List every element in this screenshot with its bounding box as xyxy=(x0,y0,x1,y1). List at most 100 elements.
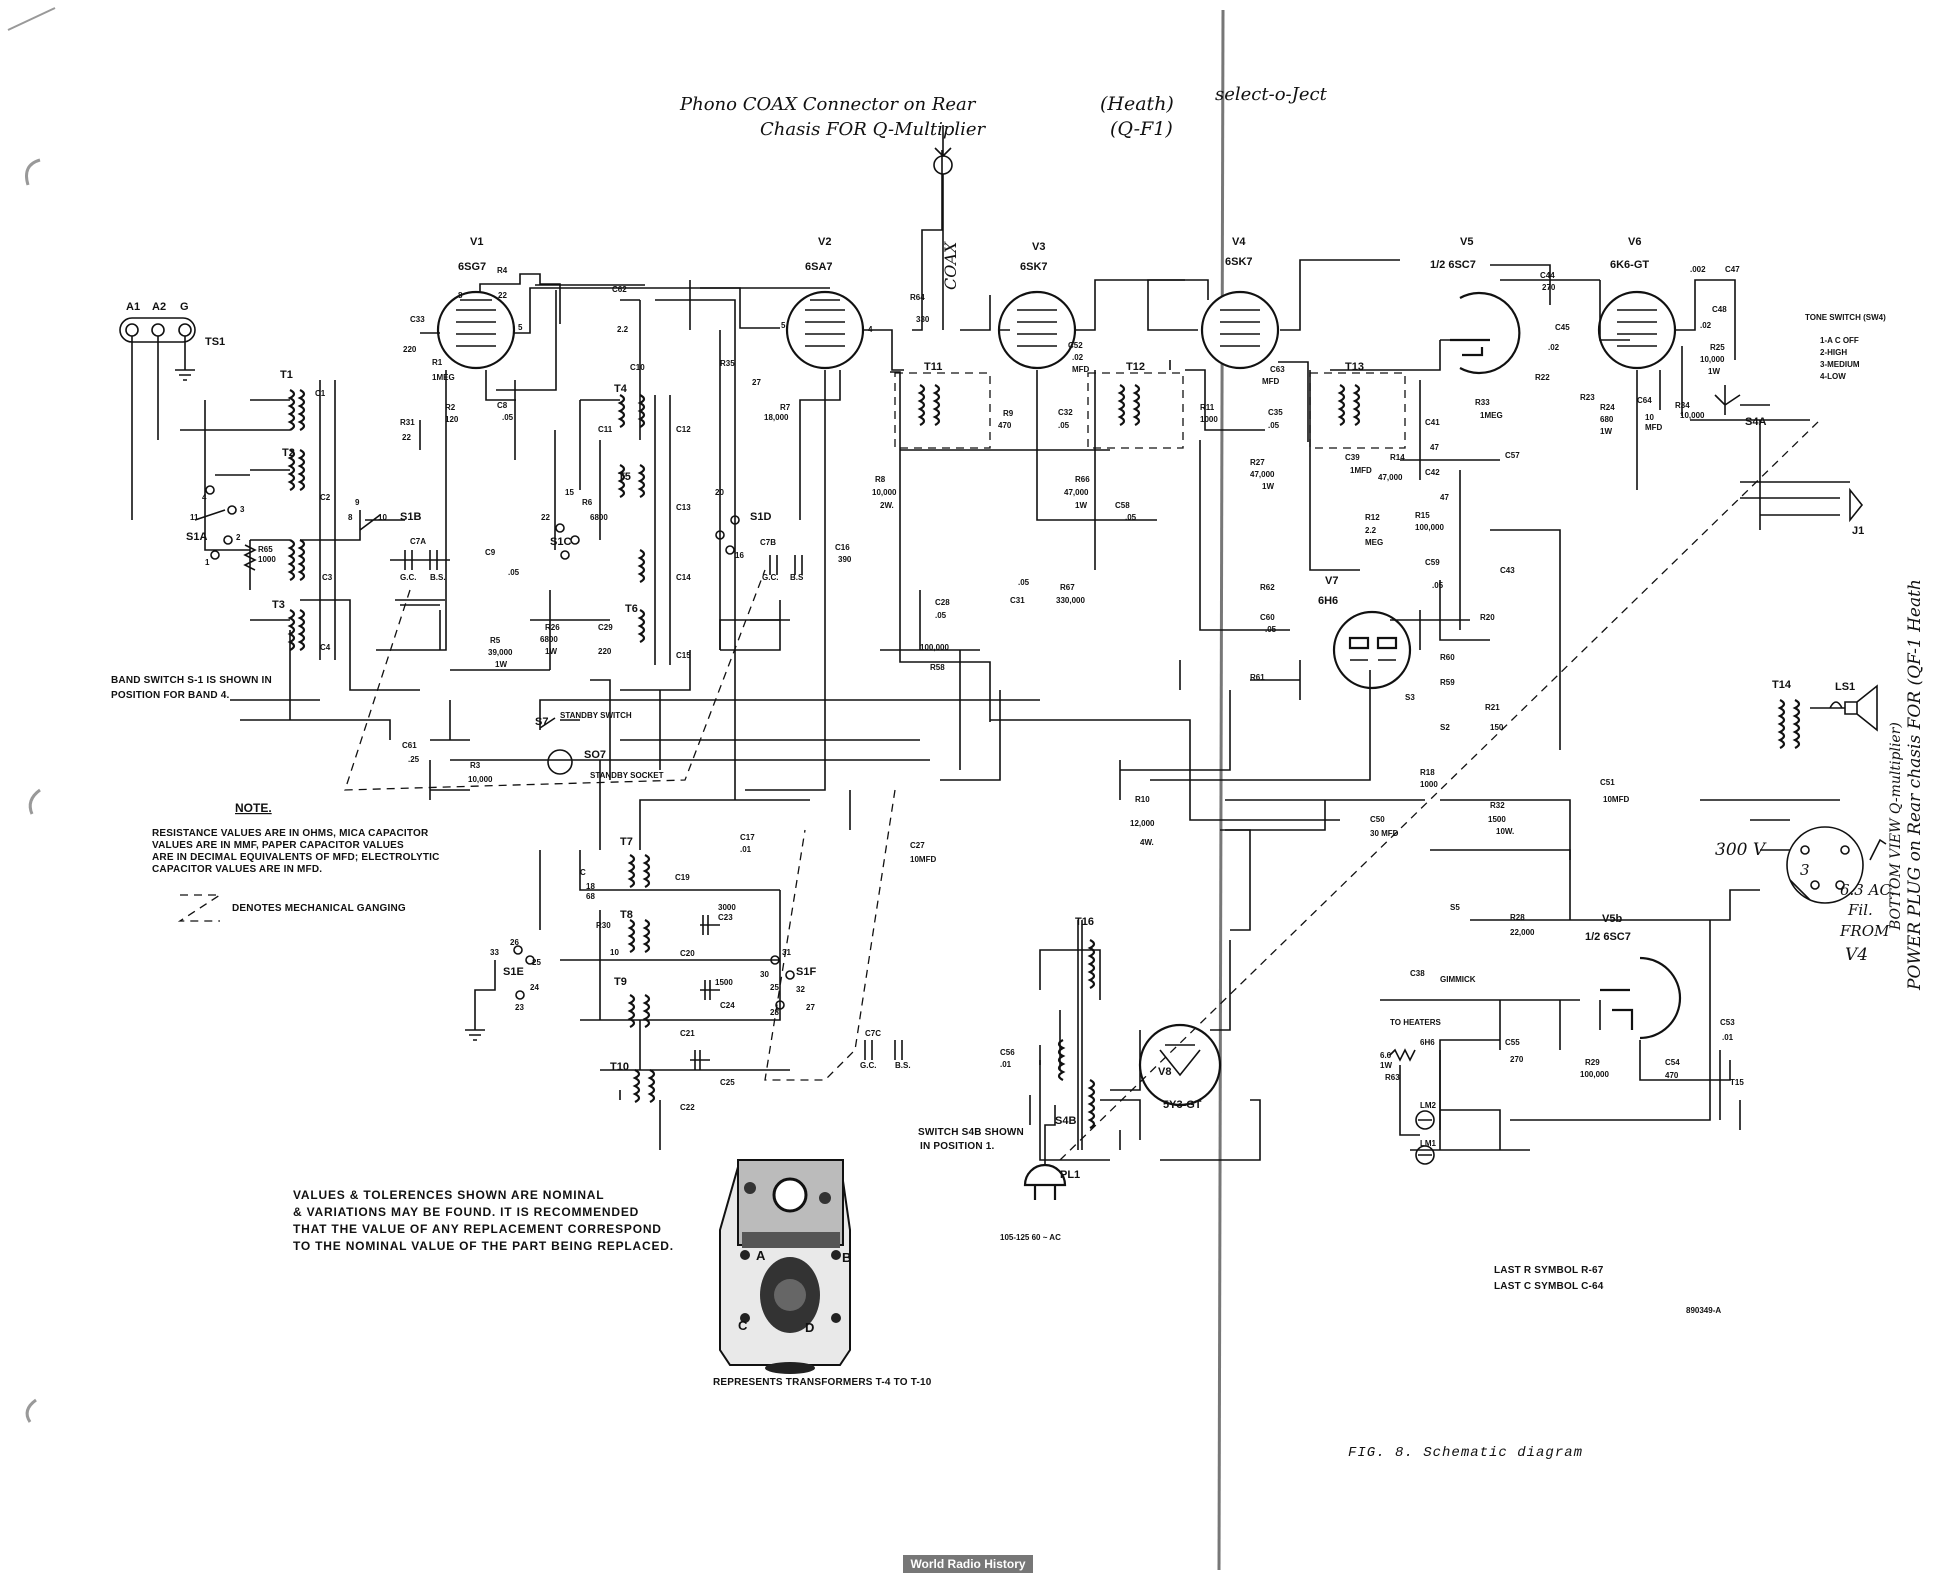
v2-type: 6SA7 xyxy=(805,261,833,273)
svg-text:C20: C20 xyxy=(680,949,695,958)
svg-text:MEG: MEG xyxy=(1365,538,1383,547)
v3-id: V3 xyxy=(1032,241,1045,253)
ts1-label: TS1 xyxy=(205,336,225,348)
svg-text:1W: 1W xyxy=(1262,482,1274,491)
svg-text:C41: C41 xyxy=(1425,418,1440,427)
svg-text:C44: C44 xyxy=(1540,271,1555,280)
svg-text:C13: C13 xyxy=(676,503,691,512)
svg-text:T5: T5 xyxy=(618,471,631,483)
svg-text:220: 220 xyxy=(403,345,417,354)
svg-text:C53: C53 xyxy=(1720,1018,1735,1027)
svg-text:22,000: 22,000 xyxy=(1510,928,1535,937)
svg-text:1500: 1500 xyxy=(715,978,733,987)
fil-annotation-line2: Fil. xyxy=(1847,901,1873,919)
svg-text:S2: S2 xyxy=(1440,723,1450,732)
svg-text:C31: C31 xyxy=(1010,596,1025,605)
legend-note: NOTE. RESISTANCE VALUES ARE IN OHMS, MIC… xyxy=(152,801,439,922)
svg-text:R6: R6 xyxy=(582,498,593,507)
svg-text:47: 47 xyxy=(1430,443,1439,452)
loudspeaker-icon: LS1 xyxy=(1810,681,1878,732)
fil-annotation-line4: V4 xyxy=(1845,945,1868,965)
svg-text:S1B: S1B xyxy=(400,511,421,523)
v6-id: V6 xyxy=(1628,236,1641,248)
main-wiring xyxy=(230,150,1810,1161)
coax-arrow xyxy=(934,125,952,158)
svg-text:11: 11 xyxy=(190,513,199,522)
svg-text:.05: .05 xyxy=(1125,513,1137,522)
v300-annotation: 300 V xyxy=(1715,840,1767,860)
svg-text:C32: C32 xyxy=(1058,408,1073,417)
note-line-2: VALUES ARE IN MMF, PAPER CAPACITOR VALUE… xyxy=(152,840,404,851)
svg-text:C42: C42 xyxy=(1425,468,1440,477)
svg-text:C52: C52 xyxy=(1068,341,1083,350)
svg-text:C: C xyxy=(738,1318,748,1333)
svg-text:2.2: 2.2 xyxy=(617,325,629,334)
svg-text:31: 31 xyxy=(782,948,791,957)
svg-text:S4B: S4B xyxy=(1055,1115,1076,1127)
ls1-label: LS1 xyxy=(1835,681,1855,693)
tube-v1: V1 6SG7 85 xyxy=(436,236,523,370)
svg-text:1MFD: 1MFD xyxy=(1350,466,1372,475)
svg-text:R58: R58 xyxy=(930,663,945,672)
svg-text:.05: .05 xyxy=(1432,581,1444,590)
svg-text:470: 470 xyxy=(1665,1071,1679,1080)
svg-text:1MEG: 1MEG xyxy=(1480,411,1503,420)
selectoject-annotation: select-o-Ject xyxy=(1215,84,1328,105)
output-transformer-t14: T14 xyxy=(1772,679,1801,749)
svg-text:680: 680 xyxy=(1600,415,1614,424)
svg-text:S1E: S1E xyxy=(503,966,524,978)
power-plug-annotation-line1: POWER PLUG on Rear chasis FOR (QF-1 Heat… xyxy=(1905,579,1925,991)
svg-text:120: 120 xyxy=(445,415,459,424)
last-r-symbol: LAST R SYMBOL R-67 xyxy=(1494,1265,1604,1276)
tolerance-line-2: & VARIATIONS MAY BE FOUND. IT IS RECOMME… xyxy=(293,1205,639,1219)
svg-text:470: 470 xyxy=(998,421,1012,430)
svg-text:1W: 1W xyxy=(1708,367,1720,376)
svg-text:5: 5 xyxy=(518,323,523,332)
svg-text:.05: .05 xyxy=(502,413,514,422)
svg-text:R18: R18 xyxy=(1420,768,1435,777)
tone-switch-title: TONE SWITCH (SW4) xyxy=(1805,313,1886,322)
svg-text:C2: C2 xyxy=(320,493,331,502)
svg-text:330: 330 xyxy=(916,315,930,324)
svg-text:R34: R34 xyxy=(1675,401,1690,410)
s4b-note-line2: IN POSITION 1. xyxy=(920,1141,995,1152)
svg-text:R61: R61 xyxy=(1250,673,1265,682)
svg-text:C60: C60 xyxy=(1260,613,1275,622)
svg-text:R65: R65 xyxy=(258,545,273,554)
if-transformer-t12: T12 xyxy=(1087,361,1184,449)
drawing-number: 890349-A xyxy=(1686,1306,1721,1315)
svg-text:B.S.: B.S. xyxy=(430,573,446,582)
svg-text:.002: .002 xyxy=(1690,265,1706,274)
v8-type: 5Y3-GT xyxy=(1163,1099,1202,1111)
svg-text:24: 24 xyxy=(530,983,539,992)
svg-text:R1: R1 xyxy=(432,358,443,367)
svg-text:1W: 1W xyxy=(1600,427,1612,436)
svg-text:R32: R32 xyxy=(1490,801,1505,810)
svg-text:B.S.: B.S. xyxy=(895,1061,911,1070)
figure-caption: FIG. 8. Schematic diagram xyxy=(1348,1445,1583,1461)
svg-text:33: 33 xyxy=(490,948,499,957)
standby-switch: S7 STANDBY SWITCH SO7 STANDBY SOCKET xyxy=(535,711,664,780)
svg-text:.05: .05 xyxy=(935,611,947,620)
svg-text:R15: R15 xyxy=(1415,511,1430,520)
svg-text:25: 25 xyxy=(770,983,779,992)
svg-text:5: 5 xyxy=(781,321,786,330)
svg-text:23: 23 xyxy=(515,1003,524,1012)
svg-text:150: 150 xyxy=(1490,723,1504,732)
svg-text:C62: C62 xyxy=(612,285,627,294)
svg-text:MFD: MFD xyxy=(1262,377,1280,386)
svg-text:47,000: 47,000 xyxy=(1378,473,1403,482)
svg-text:C27: C27 xyxy=(910,841,925,850)
svg-text:S1D: S1D xyxy=(750,511,771,523)
svg-text:1W: 1W xyxy=(1075,501,1087,510)
svg-text:47: 47 xyxy=(1440,493,1449,502)
svg-text:C50: C50 xyxy=(1370,815,1385,824)
svg-text:C7A: C7A xyxy=(410,537,426,546)
note-title: NOTE. xyxy=(235,801,272,815)
power-plug-bottom-view xyxy=(1700,799,1887,904)
standby-switch-label: STANDBY SWITCH xyxy=(560,711,632,720)
svg-text:.01: .01 xyxy=(1000,1060,1012,1069)
svg-text:27: 27 xyxy=(752,378,761,387)
svg-text:3: 3 xyxy=(240,505,245,514)
